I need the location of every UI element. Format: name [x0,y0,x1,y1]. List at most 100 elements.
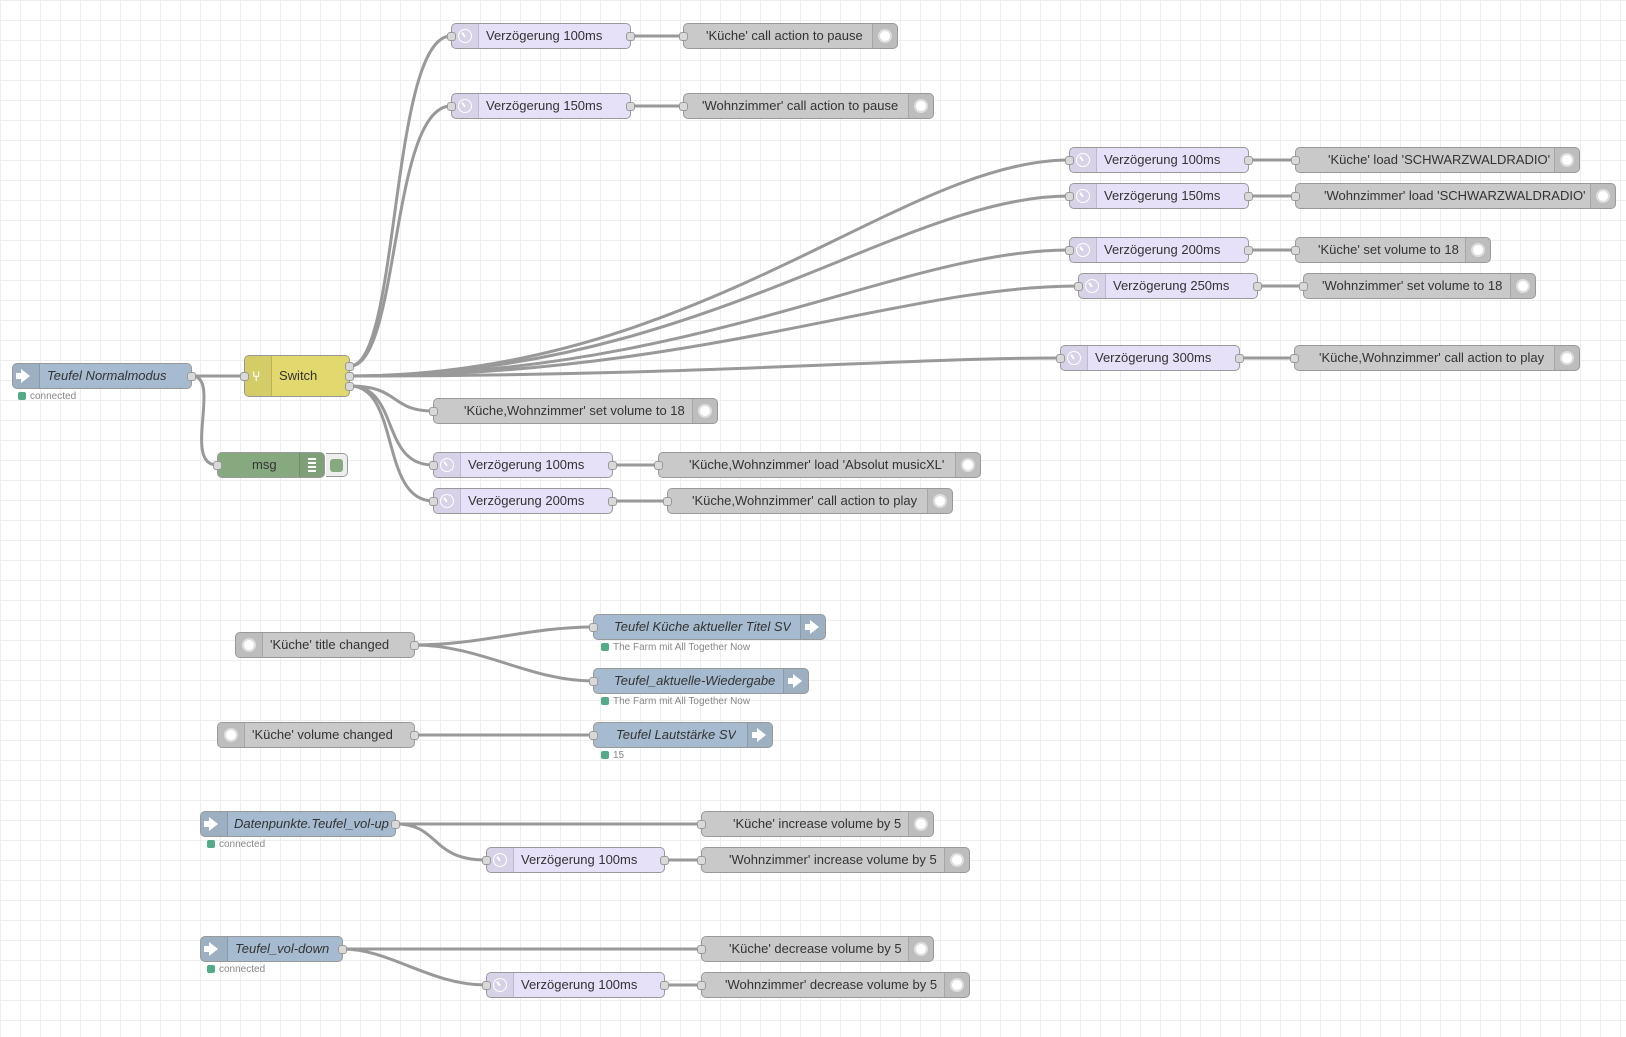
wire[interactable] [349,384,434,413]
wire[interactable] [349,284,1079,378]
inject-node[interactable]: Teufel Normalmodus [12,363,196,389]
delay-node[interactable]: Verzögerung 150ms [1065,183,1253,209]
output-port[interactable] [410,641,419,650]
ha-action-node[interactable]: 'Wohnzimmer' decrease volume by 5 [697,972,970,998]
input-port[interactable] [1299,282,1308,291]
input-port[interactable] [1291,192,1300,201]
input-port[interactable] [697,945,706,954]
wire[interactable] [191,374,218,467]
debug-toggle-button[interactable] [326,453,348,477]
input-port[interactable] [589,623,598,632]
input-port[interactable] [1065,156,1074,165]
debug-node[interactable]: msg [213,452,348,478]
input-port[interactable] [482,856,491,865]
input-port[interactable] [1290,354,1299,363]
delay-node[interactable]: Verzögerung 100ms [447,23,635,49]
ha-action-node[interactable]: 'Küche,Wohnzimmer' call action to play [663,488,953,514]
ha-action-node[interactable]: 'Wohnzimmer' set volume to 18 [1299,273,1536,299]
wire[interactable] [349,34,452,368]
input-port[interactable] [654,461,663,470]
ha-action-node[interactable]: 'Küche,Wohnzimmer' set volume to 18 [429,398,718,424]
delay-node[interactable]: Verzögerung 250ms [1074,273,1262,299]
input-port[interactable] [1291,156,1300,165]
wire[interactable] [414,625,594,647]
input-port[interactable] [1065,246,1074,255]
inject-node[interactable]: Datenpunkte.Teufel_vol-up [200,811,400,837]
ha-action-node[interactable]: 'Küche,Wohnzimmer' call action to play [1290,345,1580,371]
input-port[interactable] [663,497,672,506]
input-port[interactable] [589,677,598,686]
ha-action-node[interactable]: 'Wohnzimmer' load 'SCHWARZWALDRADIO' [1291,183,1616,209]
output-node[interactable]: Teufel_aktuelle-Wiedergabe [589,668,809,694]
output-port[interactable] [338,945,347,954]
ha-action-node[interactable]: 'Küche' increase volume by 5 [697,811,934,837]
delay-node[interactable]: Verzögerung 100ms [482,972,669,998]
output-port[interactable] [1244,156,1253,165]
ha-action-node[interactable]: 'Küche' decrease volume by 5 [697,936,934,962]
ha-event-node[interactable]: 'Küche' volume changed [217,722,419,748]
ha-action-node[interactable]: 'Küche' load 'SCHWARZWALDRADIO' [1291,147,1580,173]
delay-node[interactable]: Verzögerung 200ms [1065,237,1253,263]
wire[interactable] [349,104,452,368]
delay-node[interactable]: Verzögerung 300ms [1056,345,1244,371]
ha-event-node[interactable]: 'Küche' title changed [235,632,419,658]
input-port[interactable] [1065,192,1074,201]
wire[interactable] [349,194,1070,378]
output-port[interactable] [1235,354,1244,363]
output-port[interactable] [1244,192,1253,201]
input-port[interactable] [679,102,688,111]
delay-node[interactable]: Verzögerung 100ms [1065,147,1253,173]
ha-action-node[interactable]: 'Küche,Wohnzimmer' load 'Absolut musicXL… [654,452,981,478]
input-port[interactable] [213,461,222,470]
delay-node[interactable]: Verzögerung 100ms [429,452,617,478]
output-port[interactable] [1244,246,1253,255]
output-port[interactable] [1253,282,1262,291]
inject-node[interactable]: Teufel_vol-down [200,936,347,962]
input-port[interactable] [1074,282,1083,291]
output-port[interactable] [345,372,354,381]
wire[interactable] [414,643,594,683]
output-port[interactable] [345,362,354,371]
ha-action-node[interactable]: 'Wohnzimmer' increase volume by 5 [697,847,970,873]
output-port[interactable] [187,372,196,381]
wire[interactable] [349,248,1070,378]
input-port[interactable] [589,731,598,740]
input-port[interactable] [447,102,456,111]
input-port[interactable] [429,497,438,506]
input-port[interactable] [429,461,438,470]
input-port[interactable] [429,407,438,416]
input-port[interactable] [697,981,706,990]
output-port[interactable] [626,102,635,111]
ha-action-node[interactable]: 'Küche' set volume to 18 [1291,237,1491,263]
wire[interactable] [395,822,487,862]
output-port[interactable] [345,382,354,391]
wire[interactable] [349,158,1070,378]
output-port[interactable] [626,32,635,41]
wire[interactable] [342,947,487,987]
output-port[interactable] [660,981,669,990]
output-node[interactable]: Teufel Küche aktueller Titel SV [589,614,826,640]
input-port[interactable] [240,372,249,381]
input-port[interactable] [679,32,688,41]
output-port[interactable] [660,856,669,865]
output-port[interactable] [391,820,400,829]
input-port[interactable] [697,856,706,865]
output-port[interactable] [410,731,419,740]
output-port[interactable] [608,461,617,470]
output-node[interactable]: Teufel Lautstärke SV [589,722,773,748]
input-port[interactable] [1056,354,1065,363]
wire[interactable] [349,384,434,503]
ha-action-node[interactable]: 'Wohnzimmer' call action to pause [679,93,934,119]
delay-node[interactable]: Verzögerung 150ms [447,93,635,119]
wire[interactable] [349,356,1061,378]
input-port[interactable] [482,981,491,990]
delay-node[interactable]: Verzögerung 200ms [429,488,617,514]
ha-action-node[interactable]: 'Küche' call action to pause [679,23,898,49]
input-port[interactable] [697,820,706,829]
delay-node[interactable]: Verzögerung 100ms [482,847,669,873]
switch-node[interactable]: ⑂ Switch [240,355,354,397]
input-port[interactable] [447,32,456,41]
output-port[interactable] [608,497,617,506]
input-port[interactable] [1291,246,1300,255]
